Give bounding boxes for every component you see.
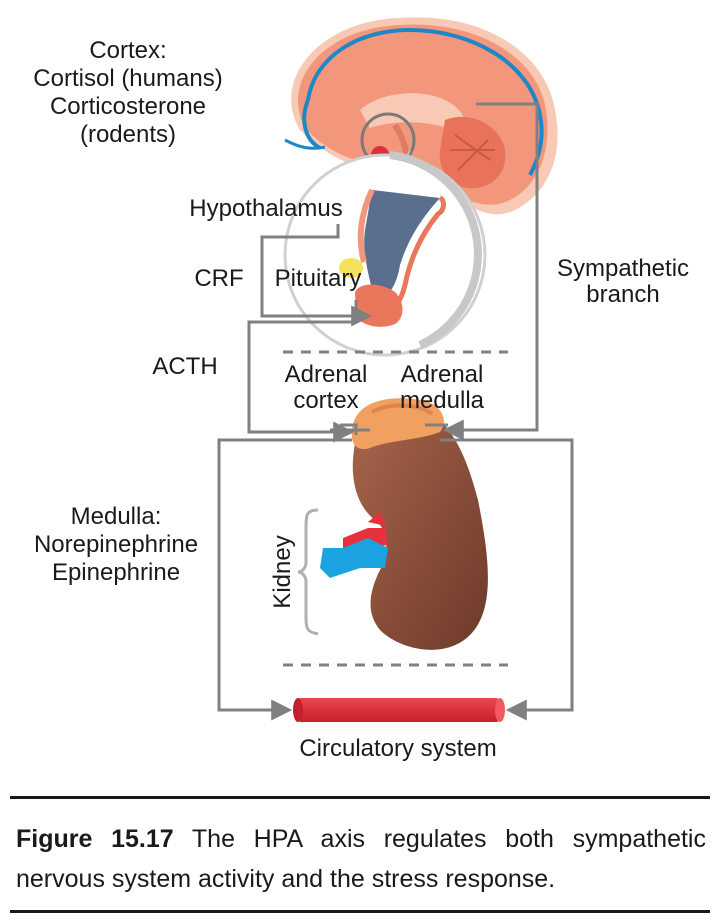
label-kidney: Kidney bbox=[269, 535, 296, 608]
diagram-labels: Cortex: Cortisol (humans) Corticosterone… bbox=[33, 37, 689, 762]
arrow-medulla-right bbox=[440, 438, 574, 721]
label-medulla-0: Medulla: bbox=[71, 503, 162, 530]
arrow-sympathetic bbox=[442, 102, 539, 441]
pathway-arrows bbox=[217, 102, 574, 721]
label-adrenal-medulla-1: medulla bbox=[400, 387, 485, 414]
label-acth: ACTH bbox=[152, 353, 217, 380]
circulatory-tube bbox=[293, 698, 505, 722]
label-cortex-2: Corticosterone bbox=[50, 93, 206, 120]
label-sympathetic-1: branch bbox=[586, 281, 659, 308]
figure-caption: Figure 15.17 The HPA axis regulates both… bbox=[10, 796, 710, 913]
arrow-pituitary-acth bbox=[247, 300, 358, 443]
label-medulla-1: Norepinephrine bbox=[34, 531, 198, 558]
label-cortex-0: Cortex: bbox=[89, 37, 166, 64]
magnified-view bbox=[283, 149, 487, 357]
arrow-cortex-to-adrenal bbox=[340, 423, 358, 435]
arrow-medulla-left bbox=[217, 438, 352, 721]
renal-vein bbox=[320, 538, 388, 578]
label-hypothalamus: Hypothalamus bbox=[189, 195, 342, 222]
caption-number: Figure 15.17 bbox=[16, 825, 174, 853]
arrow-hypothalamus-crf bbox=[260, 224, 373, 327]
label-cortex-1: Cortisol (humans) bbox=[33, 65, 222, 92]
hpa-axis-diagram: Cortex: Cortisol (humans) Corticosterone… bbox=[33, 17, 689, 762]
label-medulla-2: Epinephrine bbox=[52, 559, 180, 586]
label-adrenal-medulla-0: Adrenal bbox=[401, 361, 484, 388]
label-pituitary: Pituitary bbox=[275, 265, 362, 292]
label-sympathetic-0: Sympathetic bbox=[557, 255, 689, 282]
label-cortex-3: (rodents) bbox=[80, 121, 176, 148]
label-adrenal-cortex-1: cortex bbox=[293, 387, 358, 414]
kidney-illustration bbox=[320, 398, 488, 650]
label-circulatory: Circulatory system bbox=[299, 735, 496, 762]
caption-body: The HPA axis regulates both sympathetic … bbox=[16, 825, 706, 893]
label-adrenal-cortex-0: Adrenal bbox=[285, 361, 368, 388]
label-crf: CRF bbox=[194, 265, 243, 292]
kidney-bracket bbox=[297, 508, 319, 636]
caption-text: Figure 15.17 The HPA axis regulates both… bbox=[16, 819, 706, 899]
